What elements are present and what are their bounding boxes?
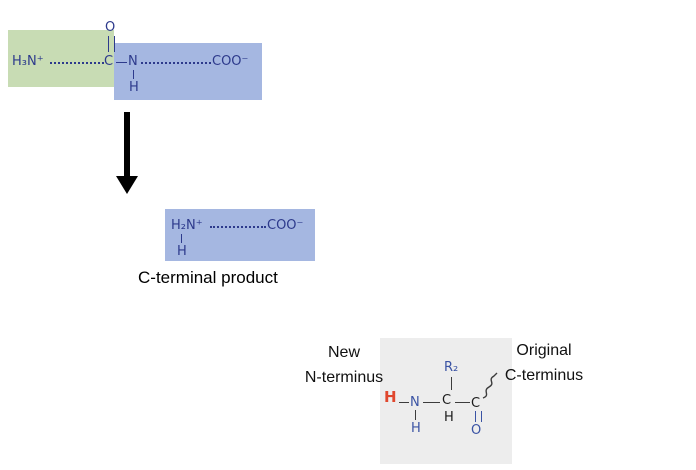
new-n-terminus-label-line1: New [327,344,360,361]
h-n-bond [399,402,409,403]
r2-c-bond [451,377,452,390]
product-caption: C-terminal product [138,268,278,287]
new-n-terminus-label: New N-terminus [296,340,392,390]
n-terminal-residue-box [8,30,114,87]
dotted-bond [141,62,211,64]
c-o-double-bond [475,411,482,422]
amide-hydrogen-label: H [129,80,139,95]
original-c-terminus-label-line1: Original [516,342,572,359]
n-h-bond [133,70,134,79]
carbonyl-oxygen-label: O [471,423,482,438]
dotted-bond [210,226,266,228]
n-h-bond [181,234,182,243]
original-c-terminus-label-line2: C-terminus [504,367,584,384]
alpha-hydrogen-label: H [444,410,454,425]
new-n-terminus-label-line2: N-terminus [304,369,384,386]
reaction-arrow-shaft [124,112,130,178]
carbonyl-oxygen-label: O [105,20,116,35]
nitrogen-label: N [410,395,420,410]
amide-nitrogen-label: N [128,54,138,69]
double-bond [108,36,115,52]
nitrogen-hydrogen-label: H [411,421,421,436]
product-residue-box [165,209,315,261]
carbonyl-carbon-label: C [104,54,114,69]
n-h-bond [415,410,416,420]
n-c-bond [423,402,440,403]
side-chain-label: R₂ [444,360,459,375]
original-c-terminus-label: Original C-terminus [486,338,602,388]
reaction-arrow-head [116,176,138,194]
carboxyl-group-label: COO⁻ [212,54,249,69]
peptide-bond [116,62,127,63]
broken-bond-squiggle-icon [482,372,498,399]
alpha-carbon-label: C [442,393,452,408]
new-hydrogen-label: H [384,388,397,406]
product-hydrogen-label: H [177,244,187,259]
amino-group-label: H₃N⁺ [12,54,44,69]
carbonyl-carbon-label: C [471,396,481,411]
inset-background-box [380,338,512,464]
c-c-bond [455,402,470,403]
dotted-bond [50,62,104,64]
product-carboxyl-group-label: COO⁻ [267,218,304,233]
c-terminal-residue-box [114,43,262,100]
product-amino-group-label: H₂N⁺ [171,218,203,233]
